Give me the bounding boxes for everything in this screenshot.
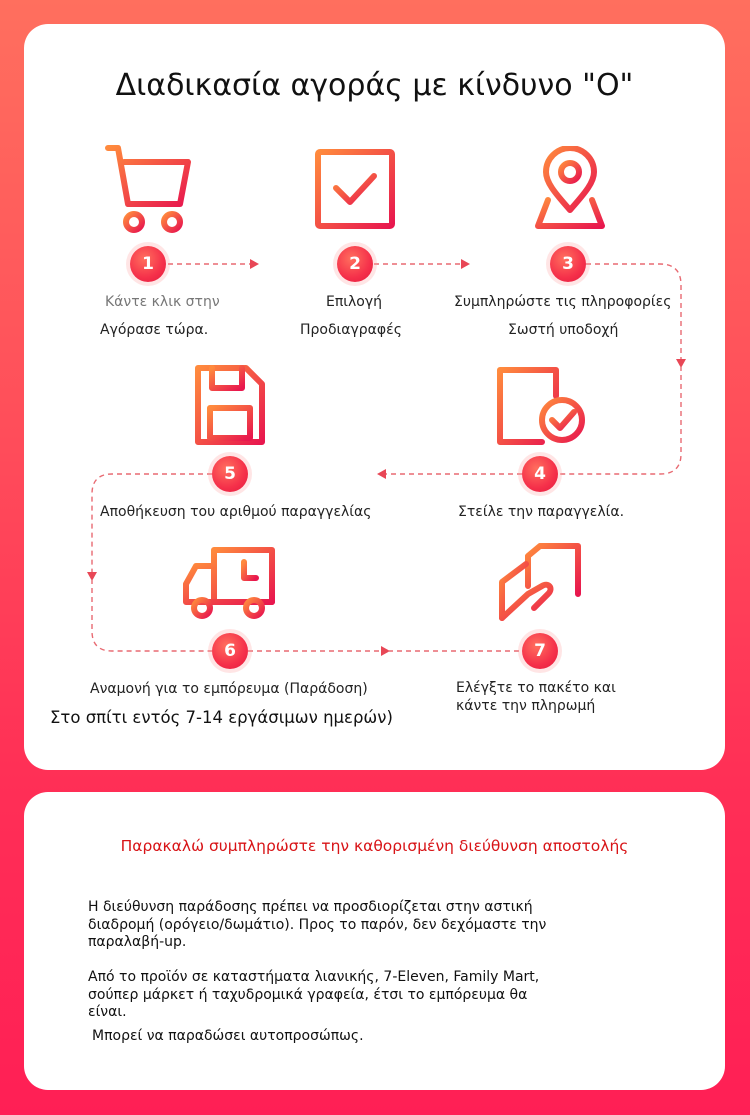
step-6-badge: 6 xyxy=(212,633,248,669)
address-notice-card: Παρακαλώ συμπληρώστε την καθορισμένη διε… xyxy=(24,792,725,1090)
step-2-line1: Επιλογή xyxy=(326,294,383,310)
step-4-line1: Στείλε την παραγγελία. xyxy=(458,504,625,520)
location-pin-icon xyxy=(535,146,605,229)
step-3-badge: 3 xyxy=(550,246,586,282)
save-icon xyxy=(195,365,265,445)
purchase-process-card: Διαδικασία αγοράς με κίνδυνο "O" xyxy=(24,24,725,770)
step-3-line1: Συμπληρώστε τις πληροφορίες xyxy=(454,294,672,310)
step-2-line2: Προδιαγραφές xyxy=(300,322,402,338)
step-1-badge: 1 xyxy=(130,246,166,282)
cart-plus-icon xyxy=(105,145,191,233)
step-2-badge: 2 xyxy=(337,246,373,282)
step-7-line1: Ελέγξτε το πακέτο και xyxy=(456,680,616,696)
step-5-badge: 5 xyxy=(212,456,248,492)
flow-path xyxy=(87,259,686,656)
order-document-icon xyxy=(497,367,585,445)
step-7-badge: 7 xyxy=(522,633,558,669)
checkbox-icon xyxy=(315,149,395,229)
address-notice-paragraph-2: Από το προϊόν σε καταστήματα λιανικής, 7… xyxy=(88,969,540,1020)
step-6-line2: Στο σπίτι εντός 7-14 εργάσιμων ημερών) xyxy=(50,708,393,727)
address-notice-title: Παρακαλώ συμπληρώστε την καθορισμένη διε… xyxy=(120,837,629,855)
step-4-badge: 4 xyxy=(522,456,558,492)
step-1-line1: Κάντε κλικ στην xyxy=(105,294,220,310)
step-3-line2: Σωστή υποδοχή xyxy=(508,322,619,338)
address-notice-paragraph-1: Η διεύθυνση παράδοσης πρέπει να προσδιορ… xyxy=(88,899,547,950)
step-5-line1: Αποθήκευση του αριθμού παραγγελίας xyxy=(100,504,372,520)
payment-hand-icon xyxy=(499,543,581,621)
step-7-line2: κάντε την πληρωμή xyxy=(456,698,596,714)
page-title: Διαδικασία αγοράς με κίνδυνο "O" xyxy=(115,68,634,103)
address-notice-paragraph-3: Μπορεί να παραδώσει αυτοπροσώπως. xyxy=(92,1028,364,1044)
step-1-line2: Αγόρασε τώρα. xyxy=(100,322,209,338)
step-6-line1: Αναμονή για το εμπόρευμα (Παράδοση) xyxy=(90,681,368,697)
delivery-truck-icon xyxy=(183,547,275,619)
